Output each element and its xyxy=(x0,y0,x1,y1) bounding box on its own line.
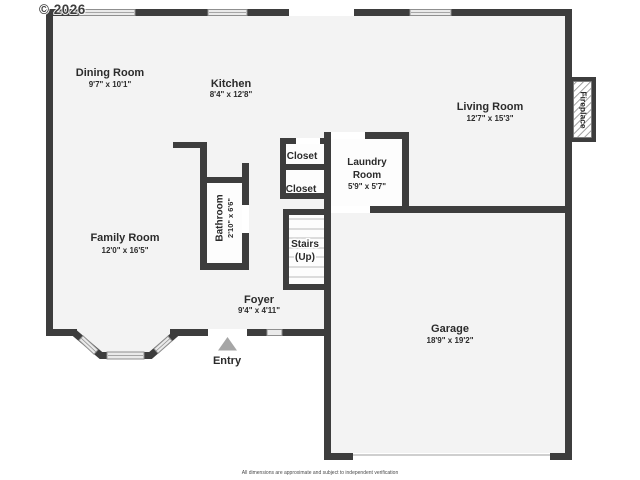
wall-stairs-top xyxy=(283,209,331,215)
openings xyxy=(208,9,550,460)
stair-treads xyxy=(289,218,325,278)
wall-kitchen-stub xyxy=(173,142,207,148)
garage-door-opening xyxy=(353,453,550,460)
living-room-label: Living Room xyxy=(457,101,524,113)
room-fills xyxy=(207,139,402,284)
bathroom-fill xyxy=(207,183,242,263)
window-entry-sidelight xyxy=(266,329,283,336)
laundry-room-label-line2: Room xyxy=(353,170,381,181)
top-wall-opening xyxy=(289,9,354,16)
room-labels: Dining Room 9'7" x 10'1" Kitchen 8'4" x … xyxy=(76,67,524,367)
stairs-direction-label: (Up) xyxy=(295,252,315,263)
wall-stairs-bottom xyxy=(283,284,331,290)
laundry-top-door-opening xyxy=(331,132,365,139)
closet-lower-fill xyxy=(286,170,324,193)
garage-label: Garage xyxy=(431,323,469,335)
fireplace-label: Fireplace xyxy=(578,91,588,129)
wall-bathroom-right-lower xyxy=(242,233,249,270)
foyer-label: Foyer xyxy=(244,294,275,306)
stairs-fill xyxy=(289,215,325,284)
closet-upper-label: Closet xyxy=(287,151,318,162)
laundry-room-dimensions: 5'9" x 5'7" xyxy=(348,182,386,191)
disclaimer-text: All dimensions are approximate and subje… xyxy=(242,470,399,476)
entry-label: Entry xyxy=(213,355,242,367)
laundry-bottom-door-opening xyxy=(331,206,370,213)
wall-left xyxy=(46,9,53,336)
stairs-label: Stairs xyxy=(291,239,319,250)
closet-upper-fill xyxy=(286,144,324,164)
wall-right xyxy=(565,9,572,460)
wall-laundry-right xyxy=(402,132,409,213)
wall-laundry-top xyxy=(365,132,409,139)
wall-bathroom-top xyxy=(207,177,249,183)
front-door-opening xyxy=(208,329,247,336)
copyright-watermark: © 2026 xyxy=(39,2,86,17)
garage-dimensions: 18'9" x 19'2" xyxy=(427,336,474,345)
wall-closet-separator xyxy=(280,164,324,170)
wall-center-vertical xyxy=(324,132,331,460)
wall-bathroom-bottom xyxy=(200,263,249,270)
family-room-label: Family Room xyxy=(90,232,159,244)
laundry-room-label-line1: Laundry xyxy=(347,157,387,168)
wall-bathroom-left xyxy=(200,142,207,270)
fireplace-hatch xyxy=(573,81,592,138)
laundry-fill xyxy=(331,139,402,206)
kitchen-dimensions: 8'4" x 12'8" xyxy=(210,90,253,99)
closet-upper-door-opening xyxy=(296,138,320,144)
bathroom-door-opening xyxy=(242,205,249,233)
closet-lower-label: Closet xyxy=(286,184,317,195)
entry-arrow-icon xyxy=(218,337,237,351)
bathroom-dimensions: 2'10" x 6'6" xyxy=(226,198,235,238)
windows xyxy=(78,9,452,360)
wall-familyroom-bottom xyxy=(46,329,77,336)
foyer-dimensions: 9'4" x 4'11" xyxy=(238,306,280,315)
kitchen-label: Kitchen xyxy=(211,78,252,90)
wall-closet-lower-bottom xyxy=(280,193,324,199)
fireplace: Fireplace xyxy=(569,77,596,142)
dining-room-label: Dining Room xyxy=(76,67,145,79)
wall-front xyxy=(170,329,331,336)
bathroom-label: Bathroom xyxy=(215,194,226,241)
dining-room-dimensions: 9'7" x 10'1" xyxy=(89,80,132,89)
family-room-dimensions: 12'0" x 16'5" xyxy=(102,246,149,255)
garage-floor xyxy=(324,206,572,460)
living-room-dimensions: 12'7" x 15'3" xyxy=(467,114,514,123)
wall-stairs-left xyxy=(283,209,289,290)
wall-garage-top xyxy=(370,206,572,213)
wall-bathroom-right-upper xyxy=(242,163,249,205)
